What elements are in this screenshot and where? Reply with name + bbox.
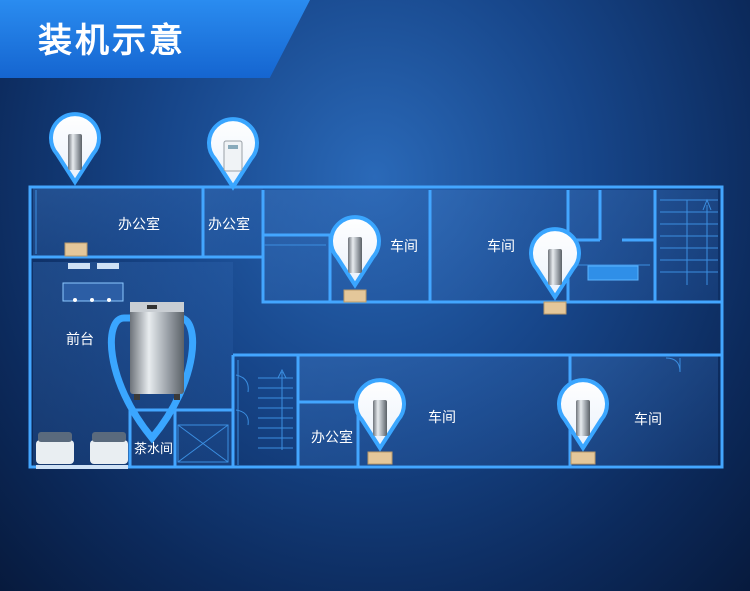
room-label-workshop-1: 车间 (390, 239, 418, 255)
room-label-office-2: 办公室 (208, 217, 250, 233)
title-banner (0, 0, 310, 78)
room-label-workshop-2: 车间 (487, 239, 515, 255)
room-label-office-1: 办公室 (118, 217, 160, 233)
interior-lines (35, 190, 718, 465)
room-label-workshop-3: 车间 (428, 410, 456, 426)
location-pin-icon (49, 112, 609, 465)
water-boiler-icon (107, 302, 197, 444)
furniture (36, 263, 639, 469)
room-label-office-3: 办公室 (311, 430, 353, 446)
page-title: 装机示意 (38, 21, 186, 61)
walls (28, 185, 724, 469)
room-label-reception: 前台 (66, 332, 94, 348)
room-label-tea-room: 茶水间 (134, 442, 174, 457)
room-label-workshop-4: 车间 (634, 412, 662, 428)
